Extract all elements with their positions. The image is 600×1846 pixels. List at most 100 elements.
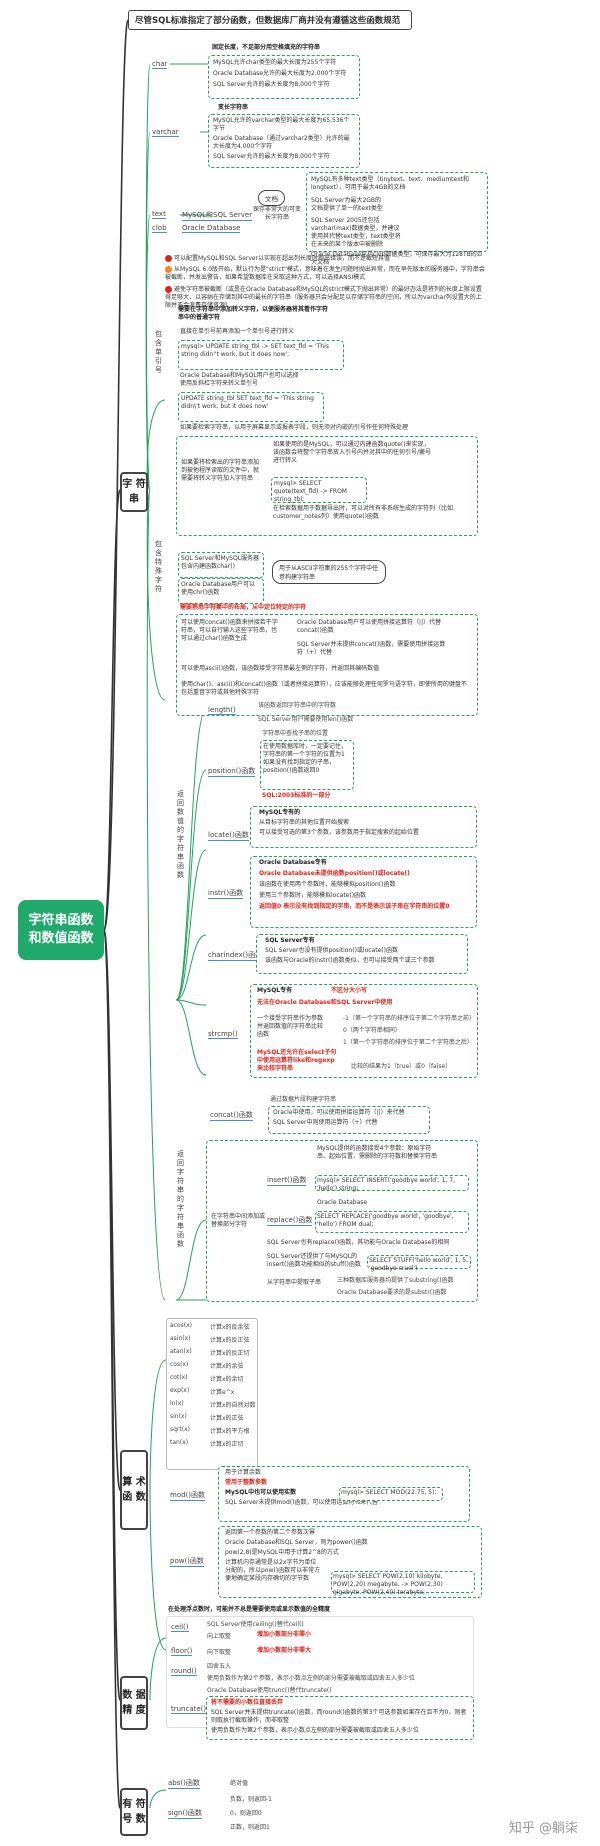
math-func-row: ln(x) 计算x的自然对数	[170, 1400, 256, 1410]
math-func-desc: 计算x的自然对数	[210, 1402, 256, 1409]
text-ss1: SQL Server为最大2GB的文档提供了单一的text类型	[311, 197, 383, 212]
insert-label[interactable]: insert()函数	[267, 1176, 307, 1186]
math-func-row: asin(x) 计算x的反正弦	[170, 1335, 254, 1345]
locate-label[interactable]: locate()函数	[208, 831, 249, 841]
locate-box: MySQL专有的 从目标字符串的其他位置开始搜索 可以接受可选的第3个参数，该参…	[250, 806, 477, 848]
stuff-ex: SELECT STUFF('hello world', 1, 5, 'goodb…	[367, 1255, 471, 1272]
pow-item: pow(2,8)是MySQL中用于计算2^8的方式	[225, 1549, 339, 1556]
note-3: 避免字符串被截断（或是在Oracle Database和MySQL的strict…	[165, 286, 482, 309]
strcmp-desc: 一个接受字符串作为参数并返回数值的字符串比较函数	[257, 1015, 324, 1038]
ceil-item: SQL Server使用ceiling()替代ceil()	[207, 1621, 304, 1628]
quote-c7: 如果使用的是MySQL，可以通过内建函数quote()来实现，该函数会将整个字符…	[273, 441, 432, 464]
math-func-row: tan(x)计算x的正切	[170, 1439, 254, 1449]
math-func-desc: 计算x的正弦	[210, 1415, 244, 1422]
round-item: 使用负数作为第2个参数，表示小数点左侧的部分需要被截取或四舍五入多少位	[207, 1675, 415, 1682]
clob-label[interactable]: clob	[152, 224, 167, 233]
ceil-label[interactable]: ceil()	[171, 1623, 189, 1632]
varchar-box: MySQL允许的varchar类型的最大长度为65,536个字节 Oracle …	[208, 114, 360, 168]
text-server2: Oracle Database	[182, 224, 241, 233]
midstr-box: 在字符串中间添加或替换部分字符 insert()函数 MySQL提供的函数接受4…	[206, 1140, 478, 1302]
strfuncs-vlabel[interactable]: 返回字符串的字符串函数	[177, 1150, 184, 1248]
text-mysql: MySQL有多种text类型（tinytext、text、mediumtext和…	[311, 176, 470, 191]
math-func-row: cot(x)计算x的余切	[170, 1374, 254, 1384]
special-h1: 可以使用concat()函数来拼接若干字符串，可以自行输入这些字符串，也可以通过…	[181, 619, 278, 642]
varchar-label[interactable]: varchar	[152, 128, 179, 137]
varchar-header: 变长字符串	[218, 104, 249, 111]
locate-hdr: MySQL专有的	[259, 809, 301, 816]
round-label[interactable]: round()	[171, 1667, 197, 1676]
math-func-desc: 计算x的反正弦	[210, 1337, 250, 1344]
char-label[interactable]: char	[152, 60, 168, 69]
math-func-row: atan(x)计算x的反正切	[170, 1348, 254, 1358]
position-label[interactable]: position()函数	[208, 767, 256, 777]
text-label[interactable]: text	[152, 210, 166, 219]
instr-item: Oracle Database未提供函数position()或locate()	[259, 870, 410, 877]
numfuncs-vlabel[interactable]: 返回数值的字符串函数	[177, 790, 184, 879]
quote-c1: 直接在单引号前再添加一个单引号进行转义	[180, 328, 295, 335]
math-func-name[interactable]: asin(x)	[170, 1335, 191, 1342]
quote-vlabel[interactable]: 包含单引号	[155, 330, 162, 374]
instr-hdr: Oracle Database专有	[259, 859, 327, 866]
charindex-hdr: SQL Server专有	[265, 937, 315, 944]
special-vlabel[interactable]: 包含特殊字符	[155, 540, 162, 593]
like-red: MySQL还允许在select子句中使用运算符like和regexp来比较字符串	[257, 1049, 337, 1072]
math-func-name[interactable]: cos(x)	[170, 1361, 189, 1368]
special-h3: 使用char()、ascii()和concat()函数（或者拼接运算符），应该能…	[181, 681, 467, 696]
strcmp-label[interactable]: strcmp()	[208, 1030, 238, 1039]
replace-label[interactable]: replace()函数	[267, 1216, 313, 1226]
replace-ss: SQL Server也有replace()函数，其功能与Oracle Datab…	[267, 1239, 450, 1246]
topic-math[interactable]: 算 术 函 数	[120, 1450, 148, 1530]
quote-c9: 在检索数据用于数据导出时，可以对所有非系统生成的字符列（比如customer_n…	[273, 505, 454, 520]
root-topic[interactable]: 字符串函数 和数值函数	[18, 900, 104, 960]
pow-label[interactable]: pow()函数	[170, 1557, 204, 1567]
topic-string[interactable]: 字 符 串	[120, 472, 148, 512]
note-1: 可以配置MySQL和SQL Server以实现在超出列长度时抛出错误，而不是截短…	[165, 255, 485, 263]
math-func-name[interactable]: ln(x)	[170, 1400, 184, 1407]
text-detail-box: MySQL有多种text类型（tinytext、text、mediumtext和…	[306, 172, 488, 266]
pow-item: Oracle Database和SQL Server，则为power()函数	[225, 1539, 368, 1546]
concat-item: 通过数据片段构建字符串	[270, 1096, 337, 1103]
strcmp-note: 不区分大小写	[331, 987, 368, 994]
topic-sign[interactable]: 有 符 号 数	[120, 1788, 148, 1836]
special-hint: 需要熟悉字符集中的布局，从中定位特定的字符	[180, 604, 307, 611]
instr-box: Oracle Database专有 Oracle Database未提供函数po…	[250, 856, 477, 928]
math-func-name[interactable]: sqrt(x)	[170, 1426, 190, 1433]
floor-label[interactable]: floor()	[171, 1647, 193, 1656]
substr-label[interactable]: 从字符串中提取子串	[267, 1279, 322, 1286]
doc-pill[interactable]: 文档	[258, 190, 285, 206]
strcmp-val: -1（第一个字符串的排序位于第二个字符串之前）	[343, 1015, 475, 1022]
instr-label[interactable]: instr()函数	[208, 889, 244, 899]
mod-label[interactable]: mod()函数	[170, 1491, 206, 1501]
abs-label[interactable]: abs()函数	[168, 1779, 200, 1789]
truncate-red: 将不需要的小数位直接丢弃	[211, 1699, 284, 1706]
topic-precision[interactable]: 数 据 精 度	[120, 1676, 148, 1730]
sign-label[interactable]: sign()函数	[168, 1809, 202, 1819]
truncate-label[interactable]: truncate()	[171, 1705, 207, 1714]
quote-c3: Oracle Database和MySQL用户也可以选择使用反斜杠字符来转义单引…	[180, 372, 299, 387]
math-func-name[interactable]: cot(x)	[170, 1374, 188, 1381]
math-func-name[interactable]: sin(x)	[170, 1413, 187, 1420]
math-func-name[interactable]: atan(x)	[170, 1348, 192, 1355]
substr-item: 三种数据库服务器均提供了substring()函数	[337, 1277, 454, 1284]
concat-label[interactable]: concat()函数	[210, 1111, 253, 1121]
math-func-name[interactable]: acos(x)	[170, 1322, 193, 1329]
charindex-label[interactable]: charindex()函数	[208, 951, 263, 961]
char-header: 固定长度，不足部分用空格填充的字符串	[212, 44, 321, 51]
instr-item: 使用三个参数时，能够模拟locate()函数	[259, 892, 367, 899]
math-func-name[interactable]: exp(x)	[170, 1387, 190, 1394]
charindex-item: 该函数与Oracle的instr()函数类似，也可以接受两个或三个参数	[265, 957, 435, 964]
quote-c5: 如果要检索字符串，以用于屏幕显示或报表字段，则无须对内嵌的引号作任何特殊处理	[180, 424, 409, 431]
quote-c6: 如果要将检索出的字符串添加到被他程序读取的文件中，就需要将转义字符加入字符串	[181, 459, 260, 482]
round-item: 四舍五入	[207, 1663, 232, 1670]
length-label[interactable]: length()	[208, 706, 236, 715]
abs-item: 绝对值	[230, 1780, 249, 1787]
title-banner[interactable]: 尽管SQL标准指定了部分函数，但数据库厂商并没有遵循这些函数规范	[128, 10, 412, 30]
pow-item: 计算机内存通常是以2x字节为单位分配的，所以pow()函数可以非常方便地确定某段…	[225, 1559, 321, 1582]
replace-item: Oracle Database	[317, 1199, 368, 1206]
math-func-name[interactable]: tan(x)	[170, 1439, 189, 1446]
strcmp-val: 1（第一个字符串的排序位于第二个字符串之后）	[343, 1039, 473, 1046]
position-item: 在使用数据库时，一定要记住，字符串的第一个字符的位置为1	[263, 743, 348, 758]
math-func-row: sqrt(x)计算x的平方根	[170, 1426, 254, 1436]
char-item: Oracle Database允许的最大长度为2,000个字符	[213, 70, 347, 77]
